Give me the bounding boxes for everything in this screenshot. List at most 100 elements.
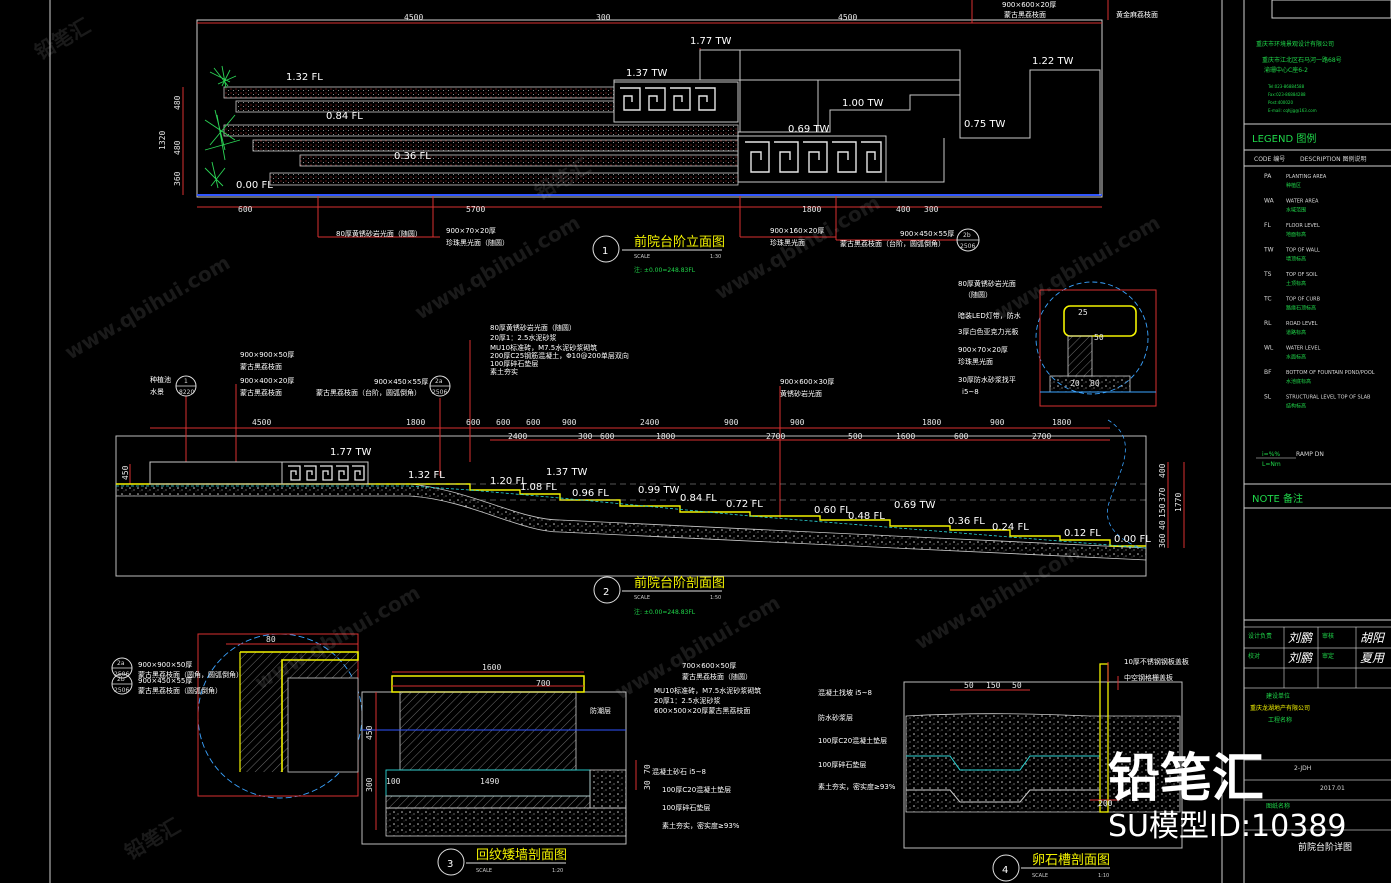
legend-row: TS TOP OF SOIL 土顶标高: [1263, 271, 1318, 287]
note-text: 蒙古黑荔枝面: [240, 388, 282, 397]
level-label: 0.84 FL: [680, 493, 717, 504]
watermark-text: 铅笔汇: [31, 14, 95, 65]
note-text: 黄锈砂岩光面: [780, 389, 822, 398]
dim-label: 360: [1158, 533, 1167, 548]
legend-en: TOP OF SOIL: [1285, 272, 1318, 278]
watermark-text: www.qbihui.com: [411, 210, 585, 324]
legend-cn: 土顶标高: [1286, 280, 1306, 287]
project-sub: 工程名称: [1268, 716, 1292, 724]
callout-text: 蒙古黑荔枝面（台阶，圆弧倒角）: [840, 239, 945, 248]
legend-cn: 墙顶标高: [1286, 256, 1306, 263]
ref-tag-number: 2a: [435, 378, 443, 385]
ref-tag-sheet: 2506: [960, 243, 975, 250]
dim-label: 1800: [802, 205, 821, 214]
drawing-name-label: 图纸名称: [1266, 802, 1290, 810]
dim-label: 150: [986, 681, 1001, 690]
level-label: 0.36 FL: [394, 151, 431, 162]
dim-label: 30: [643, 780, 652, 790]
watermark-text: www.qbihui.com: [61, 250, 235, 364]
ref-tag: 2a 2506: [111, 657, 133, 679]
drawing-name: 前院台阶详图: [1298, 841, 1352, 853]
note-text: 900×70×20厚: [958, 346, 1008, 354]
legend-code: TS: [1263, 271, 1272, 278]
ref-tag: 1 8220: [175, 375, 197, 397]
dim-label: 80: [1090, 379, 1100, 388]
legend-code: FL: [1264, 222, 1271, 229]
level-label: 0.72 FL: [726, 499, 763, 510]
dim-label: 1800: [922, 418, 941, 427]
dim-label: 600: [466, 418, 481, 427]
dim-label: 300: [596, 13, 611, 22]
legend-cn: 路缘石顶标高: [1286, 305, 1316, 312]
ref-tag-number: 2b: [117, 676, 125, 683]
dim-label: 500: [848, 432, 863, 441]
dim-label: 370: [1158, 487, 1167, 502]
note-text: 10厚不锈钢钢板盖板: [1124, 657, 1189, 666]
dim-label: 20: [1070, 379, 1080, 388]
note-text: 100厚碎石垫层: [662, 803, 710, 812]
note-text: 100厚碎石垫层: [490, 359, 538, 368]
dim-label: 900: [790, 418, 805, 427]
pebble-title: 4 卵石槽剖面图 SCALE 1:10: [992, 853, 1110, 882]
note-text: 蒙古黑荔枝面（圆角，圆弧倒角）: [138, 670, 243, 679]
ramp-symbol: L=Nm: [1262, 461, 1281, 468]
title-panel: 重庆市环境景观设计有限公司 重庆市江北区石马河一路68号 渝珊中心C座6-2 T…: [1244, 40, 1391, 853]
dim-label: 480: [173, 95, 182, 110]
note-title: NOTE 备注: [1252, 492, 1303, 505]
drawing-title: 前院台阶剖面图: [634, 575, 725, 591]
dim-label: 1800: [656, 432, 675, 441]
dim-label: 80: [266, 635, 276, 644]
legend-code: TC: [1263, 296, 1272, 303]
legend-en: ROAD LEVEL: [1286, 321, 1318, 327]
dim-label: 1600: [482, 663, 501, 672]
dim-label: 700: [536, 679, 551, 688]
project-code: 2-JDH: [1294, 765, 1311, 772]
ref-tag-number: 2a: [117, 660, 125, 667]
dim-label: 1770: [1174, 493, 1183, 512]
dim-label: 600: [238, 205, 253, 214]
datum-note: 注: ±0.00=248.83FL: [634, 266, 696, 274]
scale-value: 1:50: [710, 595, 721, 601]
note-text: 20厚1：2.5水泥砂浆: [490, 333, 557, 342]
dim-label: 50: [1012, 681, 1022, 690]
note-text: 900×400×20厚: [240, 377, 294, 385]
note-text: 20厚1：2.5水泥砂浆: [654, 696, 721, 705]
note-text: 暗装LED灯带，防水: [958, 311, 1021, 320]
project-date: 2017.01: [1320, 785, 1345, 792]
dim-label: 4500: [252, 418, 271, 427]
dim-label: 50: [1094, 333, 1104, 342]
dim-label: 600: [600, 432, 615, 441]
dim-label: 2700: [766, 432, 785, 441]
note-text: 蒙古黑荔枝面（圆弧倒角）: [138, 686, 222, 695]
legend-en: PLANTING AREA: [1286, 174, 1327, 180]
note-text: 蒙古黑荔枝面（随圆）: [682, 672, 752, 681]
dim-label: 450: [365, 725, 374, 740]
dim-label: 600: [526, 418, 541, 427]
level-label: 0.99 TW: [638, 485, 680, 496]
dim-label: 100: [386, 777, 401, 786]
note-text: 900×900×50厚: [240, 351, 294, 359]
plant-symbol: [204, 65, 241, 189]
detail-bubble: 25 50 20 80: [1035, 281, 1157, 407]
note-text: 3厚白色亚克力光板: [958, 327, 1018, 336]
dim-label: 4500: [404, 13, 423, 22]
dim-label: 900: [990, 418, 1005, 427]
legend-en: FLOOR LEVEL: [1286, 223, 1320, 229]
sheet-frame: [49, 0, 1391, 883]
section-drawing: 4500 1800 600 600 600 900 2400 900 900 1…: [115, 279, 1185, 616]
level-label: 0.48 FL: [848, 511, 885, 522]
note-text: 素土夯实，密实度≥93%: [818, 782, 896, 791]
watermark-text: www.qbihui.com: [911, 540, 1085, 654]
note-text: 900×450×55厚: [374, 378, 428, 386]
legend-header: DESCRIPTION 图例说明: [1300, 155, 1367, 163]
drawing-number: 4: [1002, 865, 1008, 876]
note-text: 蒙古黑荔枝面（台阶，圆弧倒角）: [316, 388, 421, 397]
ref-tag-sheet: 8220: [179, 389, 194, 396]
dim-label: 400: [896, 205, 911, 214]
level-label: 0.36 FL: [948, 516, 985, 527]
